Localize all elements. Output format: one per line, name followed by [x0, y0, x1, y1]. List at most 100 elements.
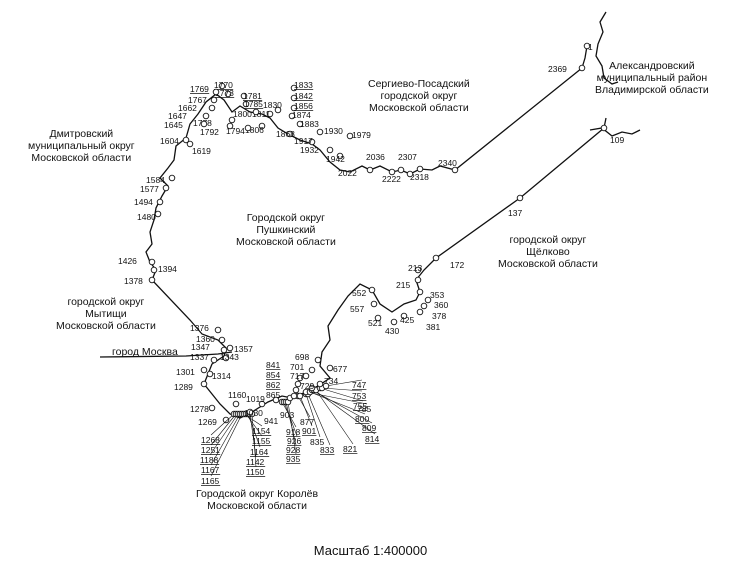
boundary-point-1584: 1584: [146, 174, 176, 185]
boundary-point-1932: 1932: [300, 145, 334, 155]
boundary-point-1794: 1794: [226, 124, 252, 136]
boundary-point-430: 430: [385, 318, 399, 336]
point-label: 1773: [215, 88, 234, 98]
point-label: 1378: [124, 276, 143, 286]
point-label: 717: [290, 371, 304, 381]
boundary-point-1577: 1577: [140, 184, 170, 194]
boundary-point-1770: 1770: [214, 80, 234, 90]
point-marker: [222, 354, 230, 362]
point-marker: [414, 276, 422, 284]
boundary-point-213: 213: [408, 263, 422, 274]
point-label: 809: [362, 423, 376, 433]
boundary-point-1767: 1767: [188, 95, 218, 105]
point-label: 755: [353, 401, 367, 411]
point-label: 1154: [252, 426, 271, 436]
point-label: 903: [280, 410, 294, 420]
boundary-point-1030: 1030: [244, 408, 263, 418]
point-marker: [210, 96, 218, 104]
leader-line: [321, 387, 363, 392]
point-label: 2036: [366, 152, 385, 162]
boundary-point-1378: 1378: [124, 276, 156, 286]
point-marker: [416, 308, 424, 316]
boundary-point-1426: 1426: [118, 256, 156, 266]
leader-line: [299, 395, 313, 427]
point-marker: [162, 184, 170, 192]
point-marker: [272, 396, 280, 404]
point-marker: [390, 318, 398, 326]
point-label: 1268: [201, 435, 220, 445]
point-marker: [583, 42, 591, 50]
point-marker: [316, 380, 324, 388]
boundary-point-941: 941: [264, 396, 280, 426]
boundary-point-1301: 1301: [176, 366, 208, 377]
point-marker: [308, 138, 316, 146]
point-label: 109: [610, 135, 624, 145]
point-label: 1662: [178, 103, 197, 113]
point-marker: [186, 140, 194, 148]
point-label: 1930: [324, 126, 343, 136]
point-marker: [274, 106, 282, 114]
point-label: 2318: [410, 172, 429, 182]
boundary-point-1604: 1604: [160, 136, 190, 146]
boundary-point-747: 747: [322, 379, 366, 390]
point-label: 833: [320, 445, 334, 455]
boundary-point-215: 215: [396, 276, 422, 290]
point-label: 901: [302, 426, 316, 436]
boundary-point-1343: 1343: [220, 352, 239, 362]
boundary-point-677: 677: [326, 364, 347, 374]
boundary-point-1833: 1833: [290, 80, 314, 92]
point-label: 865: [266, 390, 280, 400]
point-label: 1480: [137, 212, 156, 222]
boundary-point-1811: 1811: [252, 109, 274, 119]
point-label: 814: [365, 434, 379, 444]
point-marker: [210, 356, 218, 364]
leader-line: [285, 401, 297, 446]
leader-line: [313, 389, 376, 435]
boundary-point-901: 901: [296, 392, 316, 436]
point-marker: [200, 366, 208, 374]
point-label: 935: [286, 454, 300, 464]
city-label-moscow: город Москва: [112, 346, 178, 358]
boundary-point-1347: 1347: [191, 342, 228, 354]
point-marker: [346, 132, 354, 140]
point-marker: [288, 112, 296, 120]
point-label: 1800: [233, 109, 252, 119]
boundary-point-1662: 1662: [178, 103, 216, 113]
point-marker: [296, 374, 304, 382]
point-label: 1833: [294, 80, 313, 90]
boundary-point-1781: 1781: [240, 91, 263, 101]
point-marker: [316, 128, 324, 136]
point-marker: [416, 165, 424, 173]
point-marker: [226, 344, 234, 352]
boundary-point-1360: 1360: [196, 334, 226, 344]
boundary-point-137: 137: [508, 194, 524, 218]
point-label: 215: [396, 280, 410, 290]
point-marker: [406, 170, 414, 178]
point-label: 1165: [201, 476, 220, 486]
point-label: 1874: [292, 110, 311, 120]
point-marker: [296, 120, 304, 128]
leader-line: [210, 413, 241, 466]
boundary-point-1494: 1494: [134, 197, 164, 207]
boundary-point-1792: 1792: [200, 122, 234, 137]
point-label: 1792: [200, 127, 219, 137]
boundary-point-1480: 1480: [137, 210, 162, 222]
boundary-point-425: 425: [400, 312, 414, 325]
boundary-point-865: 865: [266, 390, 298, 400]
point-label: 1030: [244, 408, 263, 418]
boundary-point-1874: 1874: [288, 110, 311, 120]
point-label: 1376: [190, 323, 209, 333]
boundary-point-2307: 2307: [398, 152, 417, 178]
boundary-point-1: 1: [583, 42, 593, 52]
boundary-point-1930: 1930: [316, 126, 343, 136]
leader-line: [305, 393, 321, 438]
point-label: 430: [385, 326, 399, 336]
boundary-point-717: 717: [290, 371, 310, 381]
boundary-point-353: 353: [416, 288, 444, 300]
leader-line: [305, 391, 368, 405]
point-marker: [246, 408, 254, 416]
point-marker: [150, 266, 158, 274]
point-marker: [286, 130, 294, 138]
point-label: 1767: [188, 95, 207, 105]
